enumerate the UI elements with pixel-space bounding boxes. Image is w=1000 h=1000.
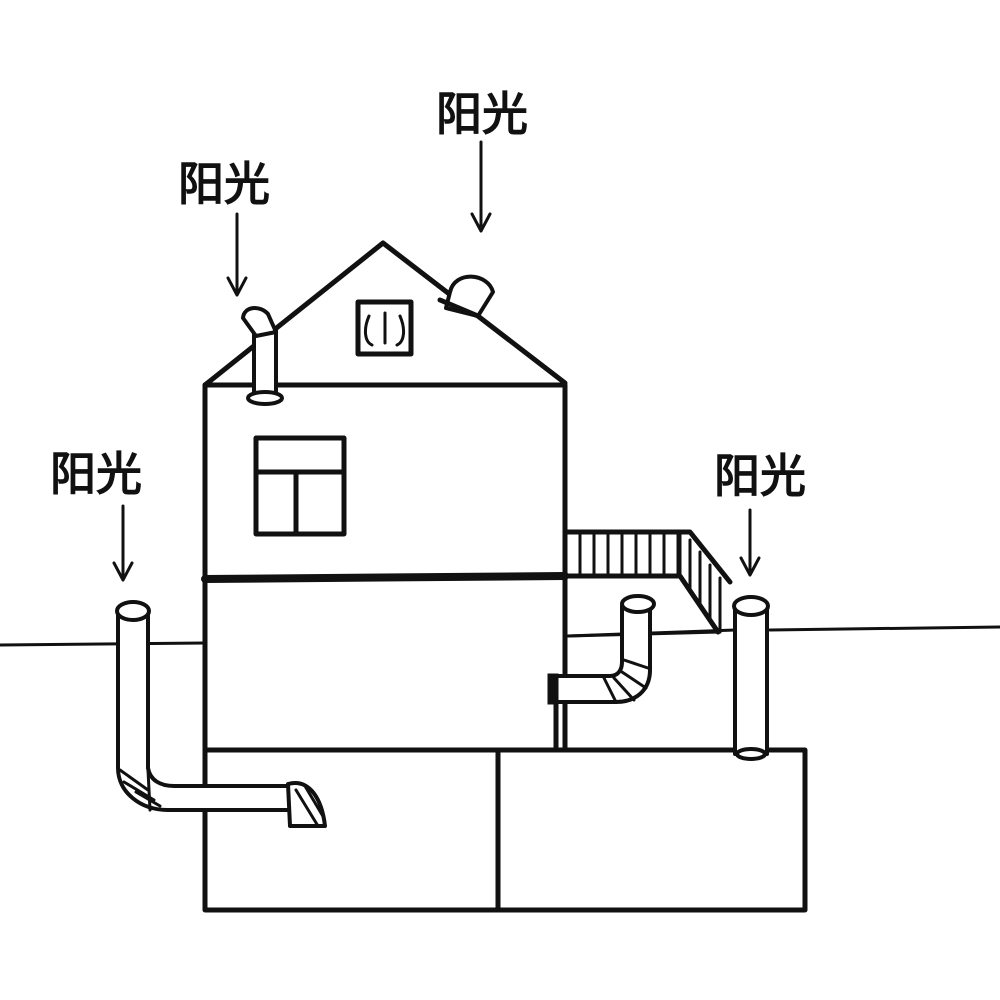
light-pipe-ground-right: [732, 595, 770, 761]
upper-floor-window: [253, 435, 347, 537]
light-pipe-roof-right: [437, 274, 495, 319]
sunlight-text: 阳光: [714, 449, 806, 503]
light-pipe-roof-left: [241, 306, 284, 406]
sunlight-label-roof-left: 阳光: [178, 157, 270, 297]
sunlight-text: 阳光: [178, 157, 270, 211]
sunlight-text: 阳光: [436, 87, 528, 141]
terrace-railing: [564, 529, 733, 635]
basement: [202, 747, 808, 913]
sunlight-label-right-ground: 阳光: [714, 449, 806, 577]
house-body: [201, 382, 569, 753]
light-pipe-ground-left: [115, 600, 327, 828]
attic-window: [355, 299, 414, 357]
light-pipe-terrace: [547, 594, 656, 705]
sunlight-text: 阳光: [50, 447, 142, 501]
sunlight-label-roof-right: 阳光: [436, 87, 528, 233]
sunlight-label-left-ground: 阳光: [50, 447, 142, 582]
